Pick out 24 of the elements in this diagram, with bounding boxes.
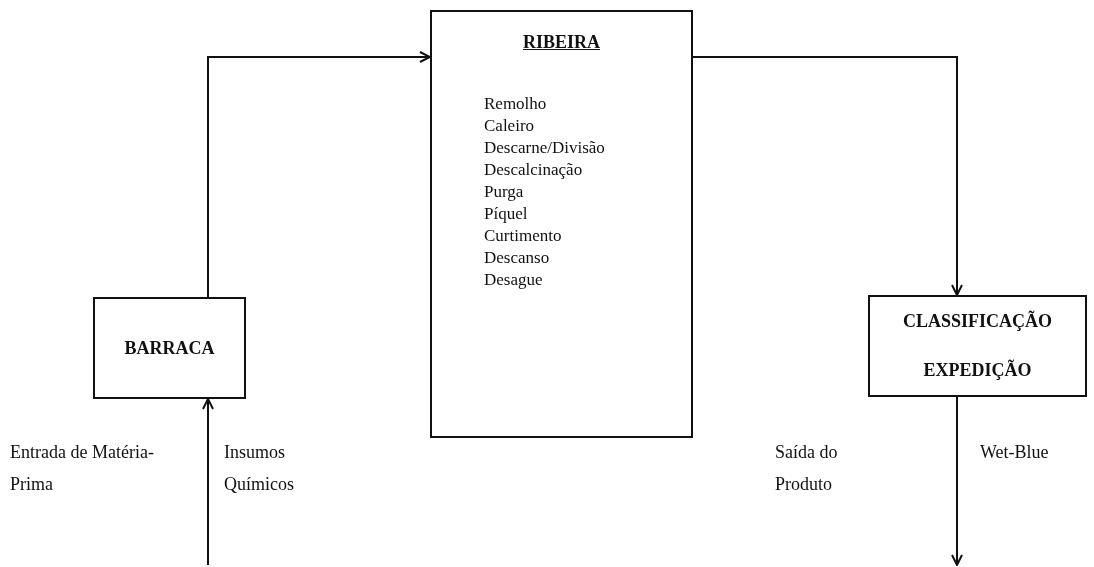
step-text: Curtimento [484,225,562,247]
input-label: Entrada de Matéria-Prima [10,441,155,496]
arrow [692,56,963,296]
process-box [430,10,693,438]
arrow [202,398,214,566]
step-text: Purga [484,181,524,203]
arrow [207,51,431,298]
process-box [868,295,1087,397]
process-box [93,297,246,399]
input-label: Insumos Químicos [224,441,295,496]
step-text: Descanso [484,247,550,269]
box-title: BARRACA [124,337,215,359]
step-text: Desague [484,269,543,291]
step-text: Píquel [484,203,528,225]
output-label: Wet-Blue [980,441,1050,464]
arrow [951,396,963,566]
output-label: Saída do Produto [775,441,839,496]
box-title: EXPEDIÇÃO [923,360,1032,381]
step-text: Descarne/Divisão [484,137,605,159]
step-text: Remolho [484,93,547,115]
step-text: Descalcinação [484,159,583,181]
step-text: Caleiro [484,115,535,137]
box-title: RIBEIRA [523,32,600,53]
box-title: CLASSIFICAÇÃO [903,311,1052,332]
